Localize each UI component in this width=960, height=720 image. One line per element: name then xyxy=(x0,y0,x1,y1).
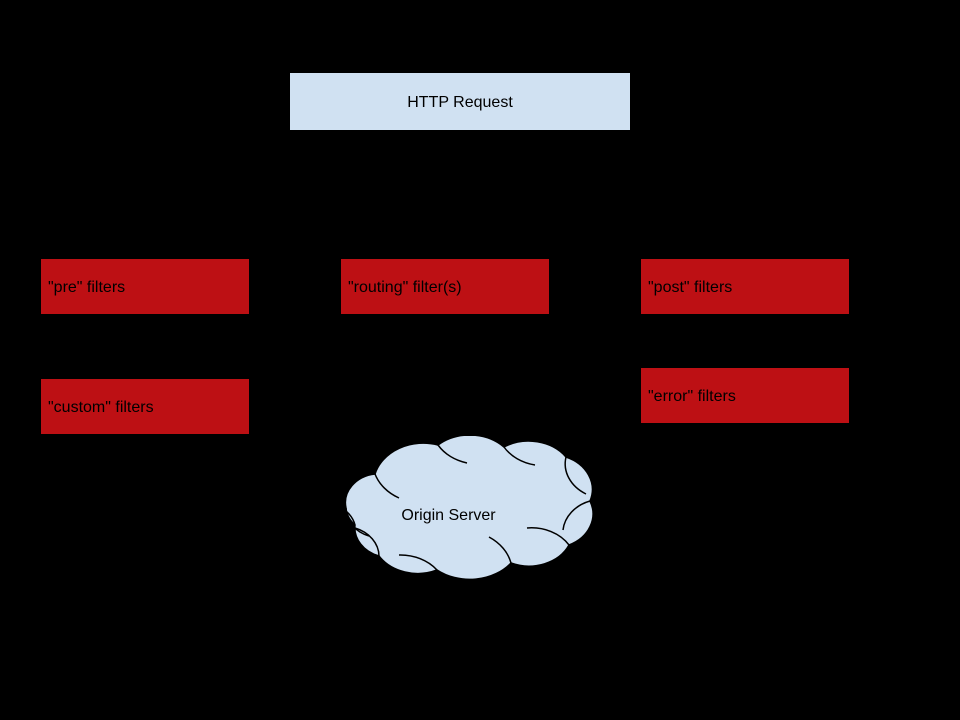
node-http-request-label: HTTP Request xyxy=(407,94,513,111)
node-error-filters-label: "error" filters xyxy=(648,388,736,405)
node-routing-filters-label: "routing" filter(s) xyxy=(348,279,462,296)
node-post-filters[interactable]: "post" filters xyxy=(640,258,850,315)
node-error-filters[interactable]: "error" filters xyxy=(640,367,850,424)
node-custom-filters[interactable]: "custom" filters xyxy=(40,378,250,435)
node-post-filters-label: "post" filters xyxy=(648,279,733,296)
node-pre-filters[interactable]: "pre" filters xyxy=(40,258,250,315)
node-origin-server[interactable] xyxy=(286,436,638,588)
node-custom-filters-label: "custom" filters xyxy=(48,399,154,416)
node-http-request[interactable]: HTTP Request xyxy=(289,72,631,131)
node-routing-filters[interactable]: "routing" filter(s) xyxy=(340,258,550,315)
node-origin-server-label: Origin Server xyxy=(401,507,496,524)
cloud-shape-icon xyxy=(337,436,594,581)
node-pre-filters-label: "pre" filters xyxy=(48,279,126,296)
